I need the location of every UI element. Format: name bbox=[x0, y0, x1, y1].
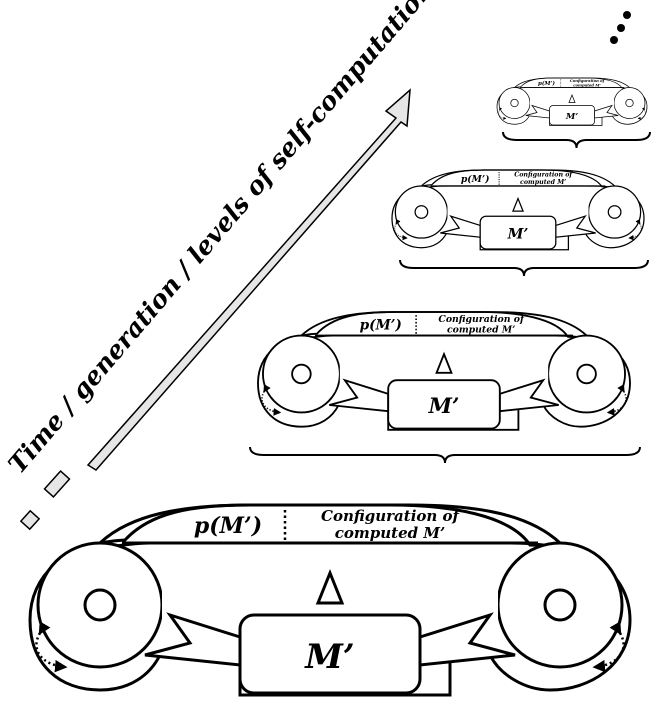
read-head-pointer bbox=[512, 196, 524, 212]
right-roller-hub bbox=[543, 588, 577, 622]
left-rotation-arrow bbox=[394, 218, 408, 241]
left-roller-hub bbox=[291, 363, 312, 385]
arrow-dash-2 bbox=[43, 470, 71, 498]
machine-head-label: M’ bbox=[565, 112, 578, 122]
right-roller-hub bbox=[607, 205, 622, 219]
tape-program-label: p(M’) bbox=[194, 513, 262, 539]
tape-program-label: p(M’) bbox=[360, 317, 402, 333]
tape-configuration-label-line2: computed M’ bbox=[573, 82, 601, 87]
tape-configuration-label-line1: Configuration of bbox=[514, 172, 573, 179]
right-roller-hub bbox=[576, 363, 597, 385]
tape-program-label: p(M’) bbox=[461, 174, 490, 185]
tape-configuration-label-line2: computed M’ bbox=[520, 179, 566, 186]
level-brace-4 bbox=[502, 131, 651, 149]
left-rotation-arrow bbox=[261, 384, 282, 416]
left-rotation-arrow bbox=[35, 621, 68, 673]
tape-program-label: p(M’) bbox=[538, 80, 555, 87]
left-roller-hub bbox=[510, 98, 519, 108]
right-rotation-arrow bbox=[637, 107, 646, 120]
read-head-pointer bbox=[568, 93, 576, 103]
tape-configuration-label-line1: Configuration of bbox=[570, 78, 606, 83]
right-roller-hub bbox=[625, 98, 634, 108]
tape-configuration-label-line1: Configuration of bbox=[438, 314, 526, 325]
machine-head bbox=[549, 105, 595, 126]
tape-configuration-label-line2: computed M’ bbox=[335, 524, 445, 542]
machine-head bbox=[238, 613, 422, 695]
tape-configuration-label-line2: computed M’ bbox=[447, 324, 515, 335]
right-rotation-arrow bbox=[606, 384, 627, 416]
left-roller-hub bbox=[83, 588, 117, 622]
machine-head bbox=[479, 215, 557, 250]
right-rotation-arrow bbox=[628, 218, 642, 241]
machine-head-label: M’ bbox=[428, 393, 460, 418]
machine-head-label: M’ bbox=[507, 226, 529, 242]
time-arrow bbox=[19, 88, 411, 531]
right-rotation-arrow bbox=[592, 621, 625, 673]
machine-head bbox=[387, 379, 501, 430]
read-head-pointer bbox=[315, 568, 345, 605]
continuation-dots bbox=[610, 11, 631, 44]
machine-head-label: M’ bbox=[304, 637, 354, 677]
tape-configuration-label-line1: Configuration of bbox=[321, 507, 462, 525]
left-roller-hub bbox=[414, 205, 429, 219]
left-rotation-arrow bbox=[498, 107, 507, 120]
level-brace-2 bbox=[249, 446, 641, 464]
arrow-dash-1 bbox=[19, 509, 41, 531]
arrow-shaft bbox=[86, 88, 411, 471]
level-brace-3 bbox=[399, 259, 649, 277]
read-head-pointer bbox=[435, 351, 453, 374]
